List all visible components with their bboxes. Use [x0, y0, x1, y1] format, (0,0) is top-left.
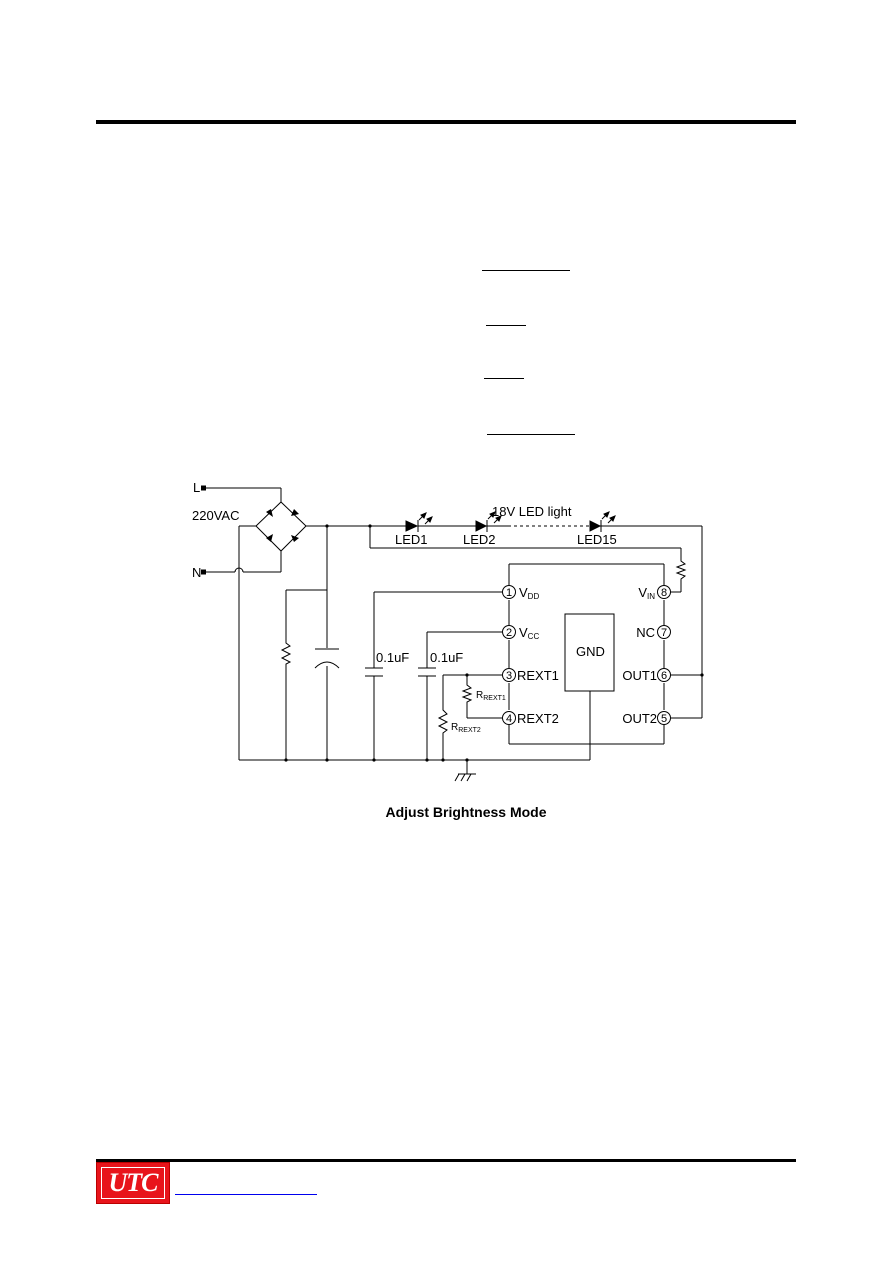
pin-7-number: 7: [661, 627, 667, 639]
led15-label: LED15: [577, 532, 617, 547]
pin-3-name: REXT1: [517, 668, 559, 683]
cap-vcc-label: 0.1uF: [430, 650, 463, 665]
pin-4-number: 4: [506, 713, 512, 725]
pin-1-marker: [502, 585, 516, 599]
footer-rule: [96, 1159, 796, 1162]
rext2-label: RREXT2: [451, 722, 481, 734]
pin-6-number: 6: [661, 670, 667, 682]
pin-6-name: OUT1: [622, 668, 657, 683]
pin-5-number: 5: [661, 713, 667, 725]
pin-1-number: 1: [506, 587, 512, 599]
led2-label: LED2: [463, 532, 496, 547]
underline-2: [486, 325, 526, 326]
website-link[interactable]: [175, 1194, 317, 1195]
pin-6-marker: [657, 668, 671, 682]
pin-7-name: NC: [636, 625, 655, 640]
pin-5-marker: [657, 711, 671, 725]
pin-2-name: VCC: [519, 625, 539, 641]
header-rule: [96, 120, 796, 124]
cap-vdd-label: 0.1uF: [376, 650, 409, 665]
ac-label: 220VAC: [192, 508, 239, 523]
underline-4: [487, 434, 575, 435]
pin-1-name: VDD: [519, 585, 539, 601]
pin-2-marker: [502, 625, 516, 639]
underline-1: [482, 270, 570, 271]
pin-8-name: VIN: [638, 585, 655, 601]
ic-center-label: GND: [576, 644, 605, 659]
pin-3-number: 3: [506, 670, 512, 682]
underline-3: [484, 378, 524, 379]
pin-7-marker: [657, 625, 671, 639]
live-label: L: [193, 480, 200, 495]
neutral-label: N: [192, 565, 201, 580]
led-string-title: 18V LED light: [492, 504, 572, 519]
pin-8-marker: [657, 585, 671, 599]
pin-3-marker: [502, 668, 516, 682]
pin-4-name: REXT2: [517, 711, 559, 726]
pin-2-number: 2: [506, 627, 512, 639]
pin-4-marker: [502, 711, 516, 725]
pin-5-name: OUT2: [622, 711, 657, 726]
diagram-caption: Adjust Brightness Mode: [385, 804, 547, 820]
rext1-label: RREXT1: [476, 690, 506, 702]
led1-label: LED1: [395, 532, 428, 547]
logo-text: UTC: [108, 1168, 159, 1197]
utc-logo: UTC: [96, 1162, 170, 1204]
pin-8-number: 8: [661, 587, 667, 599]
